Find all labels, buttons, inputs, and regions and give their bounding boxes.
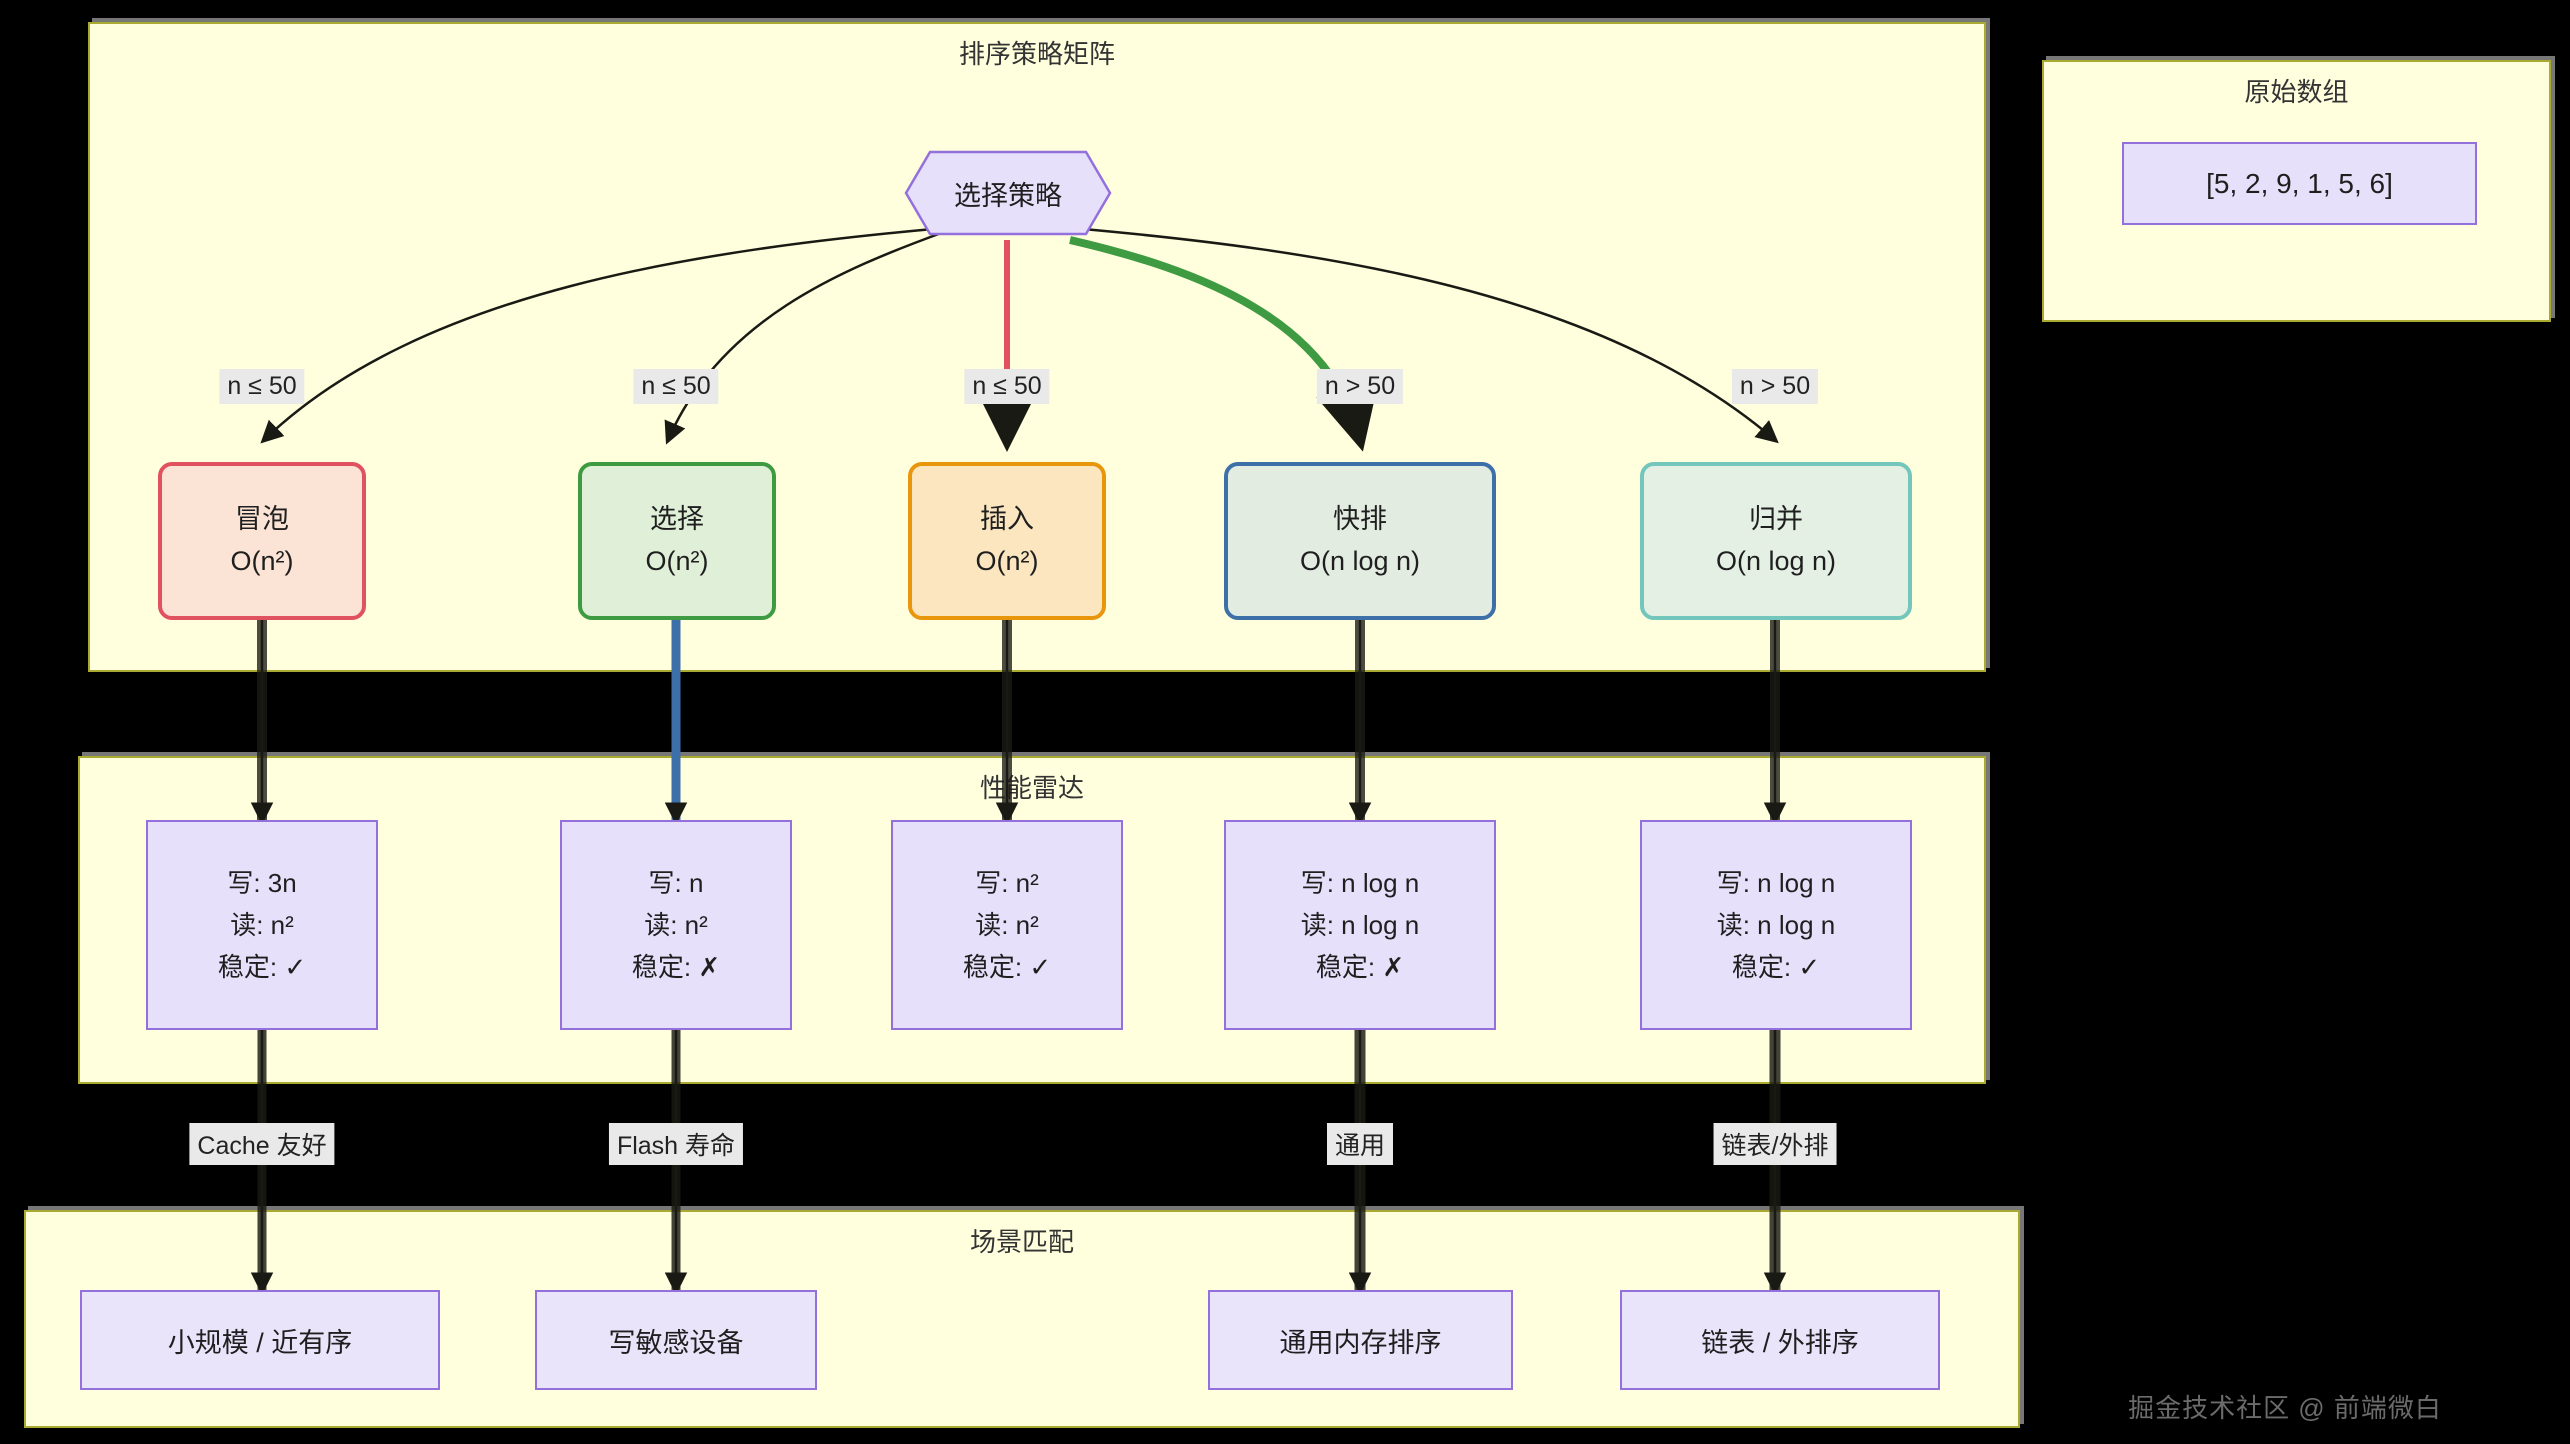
metric-write: 写: n log n [1716,867,1836,898]
cluster-title-scenario: 场景匹配 [969,1227,1074,1257]
metric-read: 读: n log n [1300,909,1420,940]
array-value: [5, 2, 9, 1, 5, 6] [2206,167,2393,199]
hexagon-shape [904,150,1112,236]
edge-label-n-le-50-insert: n ≤ 50 [964,369,1050,404]
algorithm-complexity: O(n²) [645,546,709,576]
node-original-array-value[interactable]: [5, 2, 9, 1, 5, 6] [2122,142,2477,225]
metric-stable: 稳定: ✓ [217,952,307,983]
watermark-text: 掘金技术社区 @ 前端微白 [2128,1393,2442,1423]
metric-write: 写: 3n [227,867,297,898]
metric-read: 读: n² [975,909,1039,940]
algorithm-complexity: O(n log n) [1715,546,1837,576]
algorithm-name: 归并 [1749,504,1803,535]
cluster-title-strategy: 排序策略矩阵 [958,39,1115,69]
algorithm-complexity: O(n²) [230,546,294,576]
node-scenario-general-memory-sort[interactable]: 通用内存排序 [1208,1290,1513,1390]
edge-label-n-le-50-select: n ≤ 50 [633,369,719,404]
algorithm-name: 选择 [650,504,704,535]
scenario-label: 通用内存排序 [1279,1327,1442,1358]
algorithm-name: 快排 [1333,504,1387,535]
metric-write: 写: n log n [1300,867,1420,898]
scenario-label: 写敏感设备 [608,1327,744,1358]
edge-label-linkedlist-external: 链表/外排 [1713,1123,1837,1165]
node-scenario-small-nearly-sorted[interactable]: 小规模 / 近有序 [80,1290,440,1390]
node-metrics-bubble[interactable]: 写: 3n 读: n² 稳定: ✓ [146,820,378,1030]
node-metrics-insertion[interactable]: 写: n² 读: n² 稳定: ✓ [891,820,1123,1030]
algorithm-name: 插入 [980,504,1034,535]
node-metrics-quicksort[interactable]: 写: n log n 读: n log n 稳定: ✗ [1224,820,1496,1030]
metric-read: 读: n² [230,909,294,940]
node-algorithm-insertion[interactable]: 插入 O(n²) [908,462,1106,620]
algorithm-name: 冒泡 [235,504,289,535]
node-algorithm-quicksort[interactable]: 快排 O(n log n) [1224,462,1496,620]
node-scenario-write-sensitive[interactable]: 写敏感设备 [535,1290,817,1390]
metric-stable: 稳定: ✗ [1315,952,1405,983]
metric-stable: 稳定: ✓ [962,952,1052,983]
node-select-strategy[interactable]: 选择策略 [904,150,1112,236]
node-algorithm-bubble[interactable]: 冒泡 O(n²) [158,462,366,620]
cluster-title-array: 原始数组 [2244,77,2349,107]
node-scenario-linkedlist-external-sort[interactable]: 链表 / 外排序 [1620,1290,1940,1390]
scenario-label: 小规模 / 近有序 [167,1327,353,1358]
node-label: 选择策略 [954,180,1062,211]
node-metrics-selection[interactable]: 写: n 读: n² 稳定: ✗ [560,820,792,1030]
metric-read: 读: n² [644,909,708,940]
scenario-label: 链表 / 外排序 [1701,1327,1859,1358]
metric-write: 写: n [648,867,704,898]
cluster-title-performance: 性能雷达 [979,773,1084,803]
metric-stable: 稳定: ✗ [631,952,721,983]
edge-label-general-purpose: 通用 [1326,1123,1394,1165]
metric-write: 写: n² [975,867,1039,898]
algorithm-complexity: O(n²) [975,546,1039,576]
edge-label-n-le-50-bubble: n ≤ 50 [219,369,305,404]
edge-label-cache-friendly: Cache 友好 [189,1123,335,1165]
metric-read: 读: n log n [1716,909,1836,940]
edge-label-n-gt-50-quick: n > 50 [1316,369,1404,404]
node-metrics-mergesort[interactable]: 写: n log n 读: n log n 稳定: ✓ [1640,820,1912,1030]
algorithm-complexity: O(n log n) [1299,546,1421,576]
edge-label-flash-lifetime: Flash 寿命 [608,1123,744,1165]
node-algorithm-selection[interactable]: 选择 O(n²) [578,462,776,620]
node-algorithm-mergesort[interactable]: 归并 O(n log n) [1640,462,1912,620]
edge-label-n-gt-50-merge: n > 50 [1731,369,1819,404]
metric-stable: 稳定: ✓ [1731,952,1821,983]
